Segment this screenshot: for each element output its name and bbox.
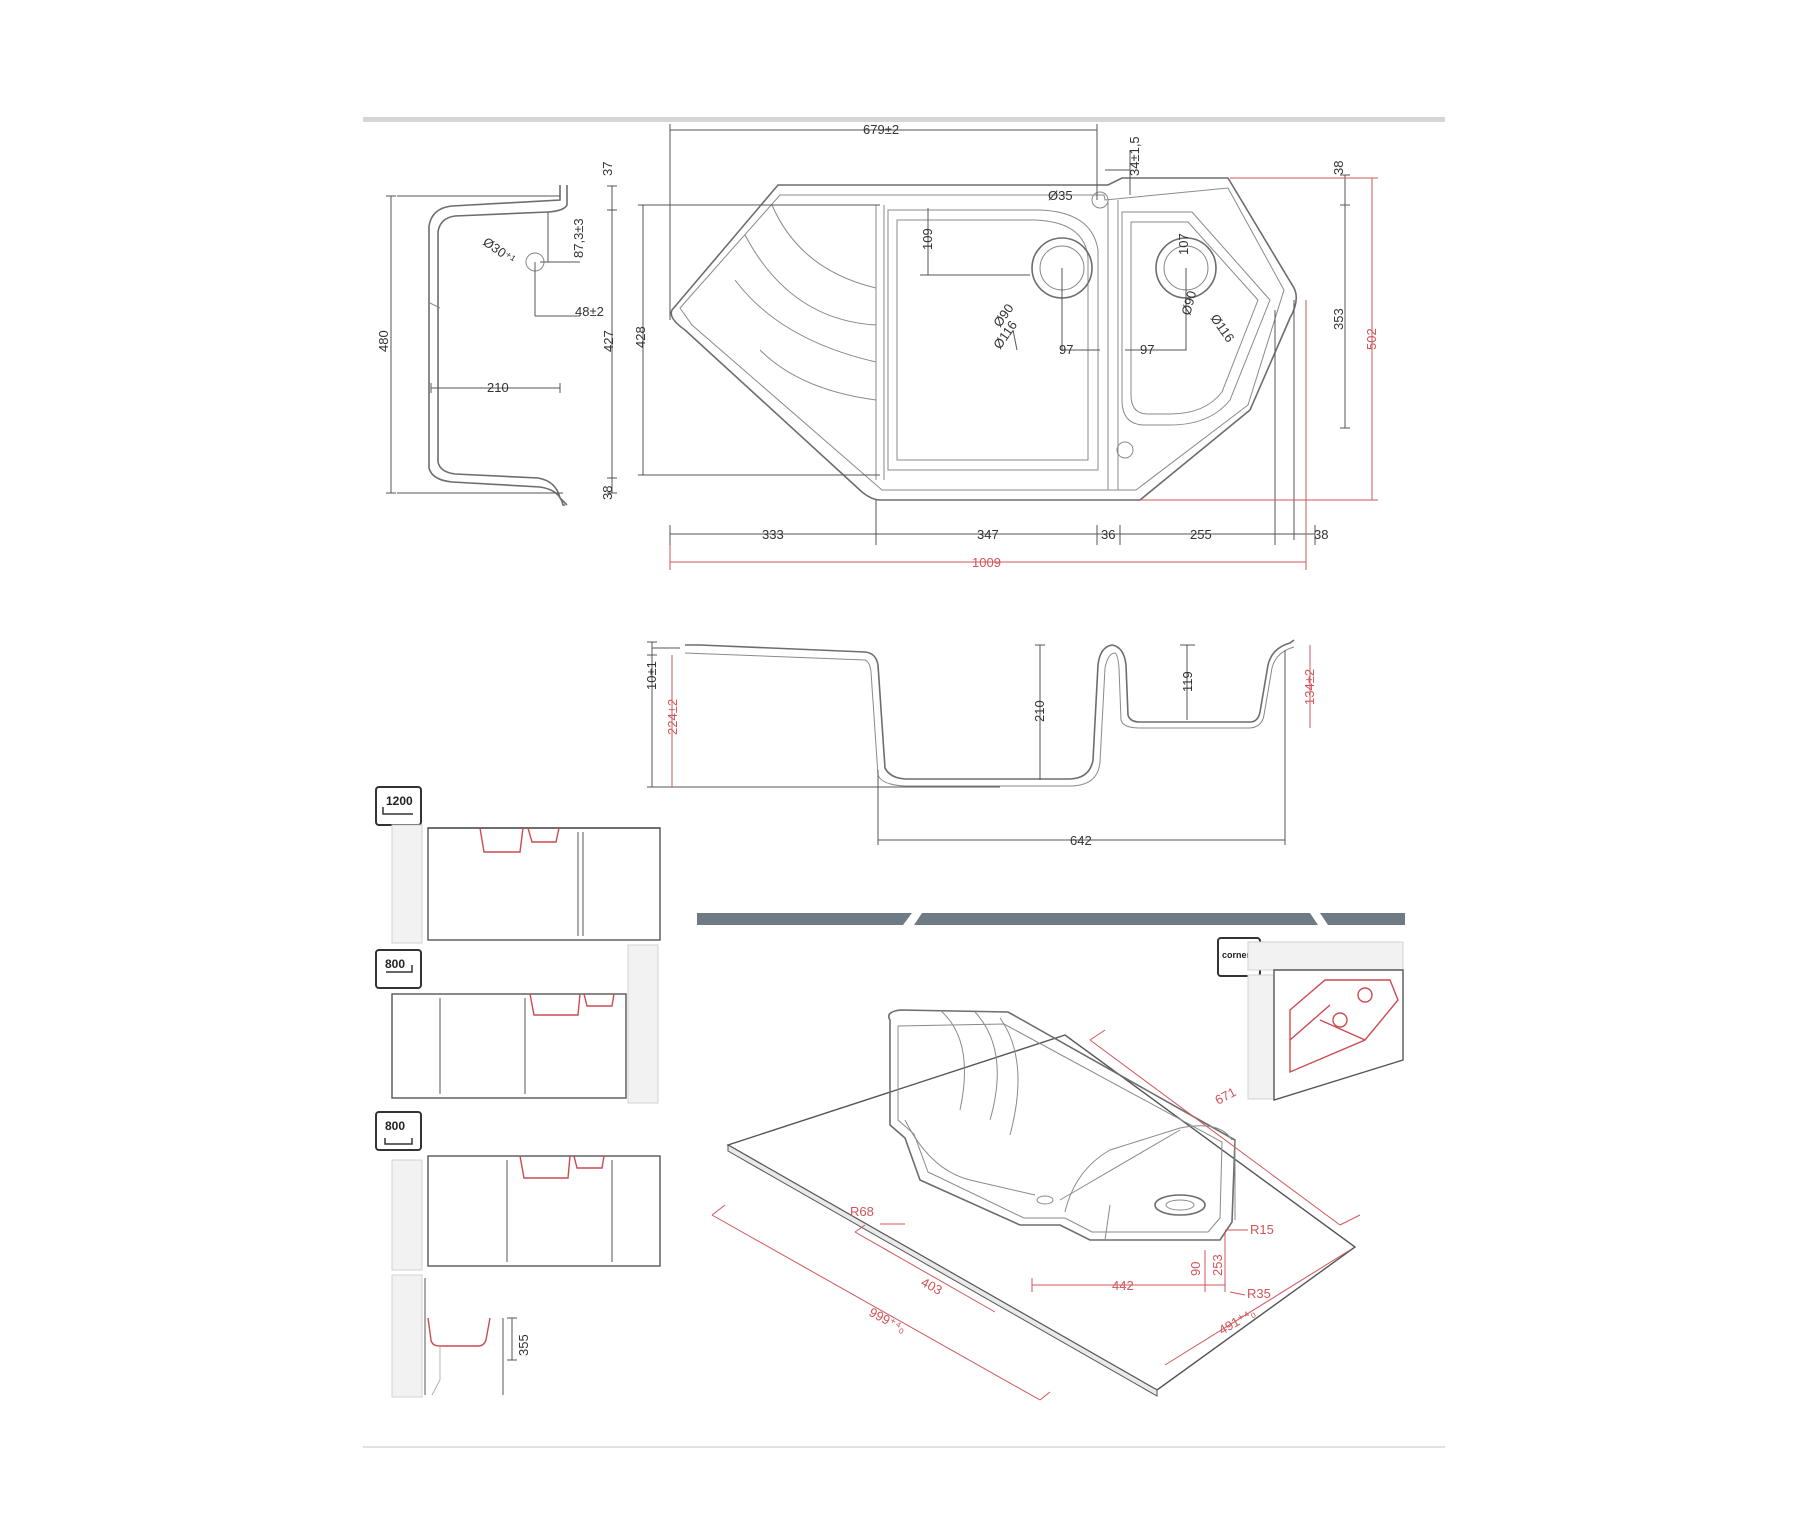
plan-bottom-dim-2: 347 <box>977 527 999 542</box>
cabinet-depth: 355 <box>516 1334 531 1356</box>
side-bottom-lip: 38 <box>600 486 615 500</box>
front-span: 642 <box>1070 833 1092 848</box>
plan-view: 679±2 Ø35 34±1,5 38 353 428 109 107 Ø90 … <box>633 122 1379 570</box>
cabinet-side-section: 355 <box>391 1274 531 1398</box>
plan-bottom-dim-4: 255 <box>1190 527 1212 542</box>
plan-drain-left-offset: 97 <box>1059 342 1073 357</box>
plan-right-bowl-offset: 107 <box>1176 233 1191 255</box>
perspective-view: 671 999⁺⁴₀ 403 491⁺⁴₀ 442 253 90 R68 R15… <box>711 1009 1361 1401</box>
side-section-view: 37 Ø30⁺¹ 87,3±3 48±2 210 480 427 38 <box>376 162 617 506</box>
page-rules <box>363 117 1445 1448</box>
plan-bottom-dim-3: 36 <box>1101 527 1115 542</box>
persp-length-403: 403 <box>919 1274 945 1297</box>
persp-length-442: 442 <box>1112 1278 1134 1293</box>
front-section-view: 10±1 224±2 210 119 134±2 642 <box>644 639 1317 848</box>
plan-faucet-hole: Ø35 <box>1048 188 1073 203</box>
side-width: 210 <box>487 380 509 395</box>
plan-bottom-dim-5: 38 <box>1314 527 1328 542</box>
persp-radius-right: R15 <box>1250 1222 1274 1237</box>
front-rim: 10±1 <box>644 661 659 690</box>
side-total-height: 480 <box>376 330 391 352</box>
persp-height-90: 90 <box>1188 1262 1203 1276</box>
side-hole-diameter: Ø30⁺¹ <box>480 234 518 267</box>
badge-1200: 1200 <box>386 794 413 808</box>
badge-800-b: 800 <box>385 1119 405 1133</box>
side-top-lip: 37 <box>600 162 615 176</box>
front-bowl-depth: 210 <box>1032 700 1047 722</box>
plan-drain-small-inner: Ø90 <box>1178 289 1199 317</box>
persp-height-253: 253 <box>1210 1254 1225 1276</box>
corner-badge: corner <box>1222 950 1251 960</box>
separator-bar <box>697 913 1405 925</box>
badge-800-a: 800 <box>385 957 405 971</box>
plan-faucet-offset: 34±1,5 <box>1127 136 1142 176</box>
front-small-bowl-depth: 119 <box>1180 671 1195 692</box>
plan-drain-right-offset: 97 <box>1140 342 1154 357</box>
persp-radius-bottom: R35 <box>1247 1286 1271 1301</box>
cabinet-diagrams: 1200 800 800 <box>375 786 661 1398</box>
side-hole-offset: 48±2 <box>575 304 604 319</box>
plan-drain-small-outer: Ø116 <box>1208 311 1238 345</box>
plan-right-height: 353 <box>1331 308 1346 330</box>
plan-bottom-dim-1: 333 <box>762 527 784 542</box>
plan-right-top: 38 <box>1331 161 1346 175</box>
cabinet-800-b: 800 <box>375 1111 661 1271</box>
plan-left-height: 428 <box>633 326 648 348</box>
cabinet-1200: 1200 <box>375 786 661 944</box>
persp-radius-left: R68 <box>850 1204 874 1219</box>
side-hole-depth: 87,3±3 <box>571 218 586 258</box>
corner-installation-icon: corner <box>1217 937 1404 1101</box>
plan-bowl-offset: 109 <box>920 228 935 250</box>
persp-side-length: 671 <box>1212 1084 1238 1107</box>
front-small-depth-total: 134±2 <box>1302 669 1317 705</box>
cabinet-800-a: 800 <box>375 944 659 1104</box>
persp-length-999: 999⁺⁴₀ <box>867 1304 909 1336</box>
plan-total-width: 1009 <box>972 555 1001 570</box>
plan-total-height: 502 <box>1364 328 1379 350</box>
side-inner-height: 427 <box>601 330 616 352</box>
plan-top-width: 679±2 <box>863 122 899 137</box>
